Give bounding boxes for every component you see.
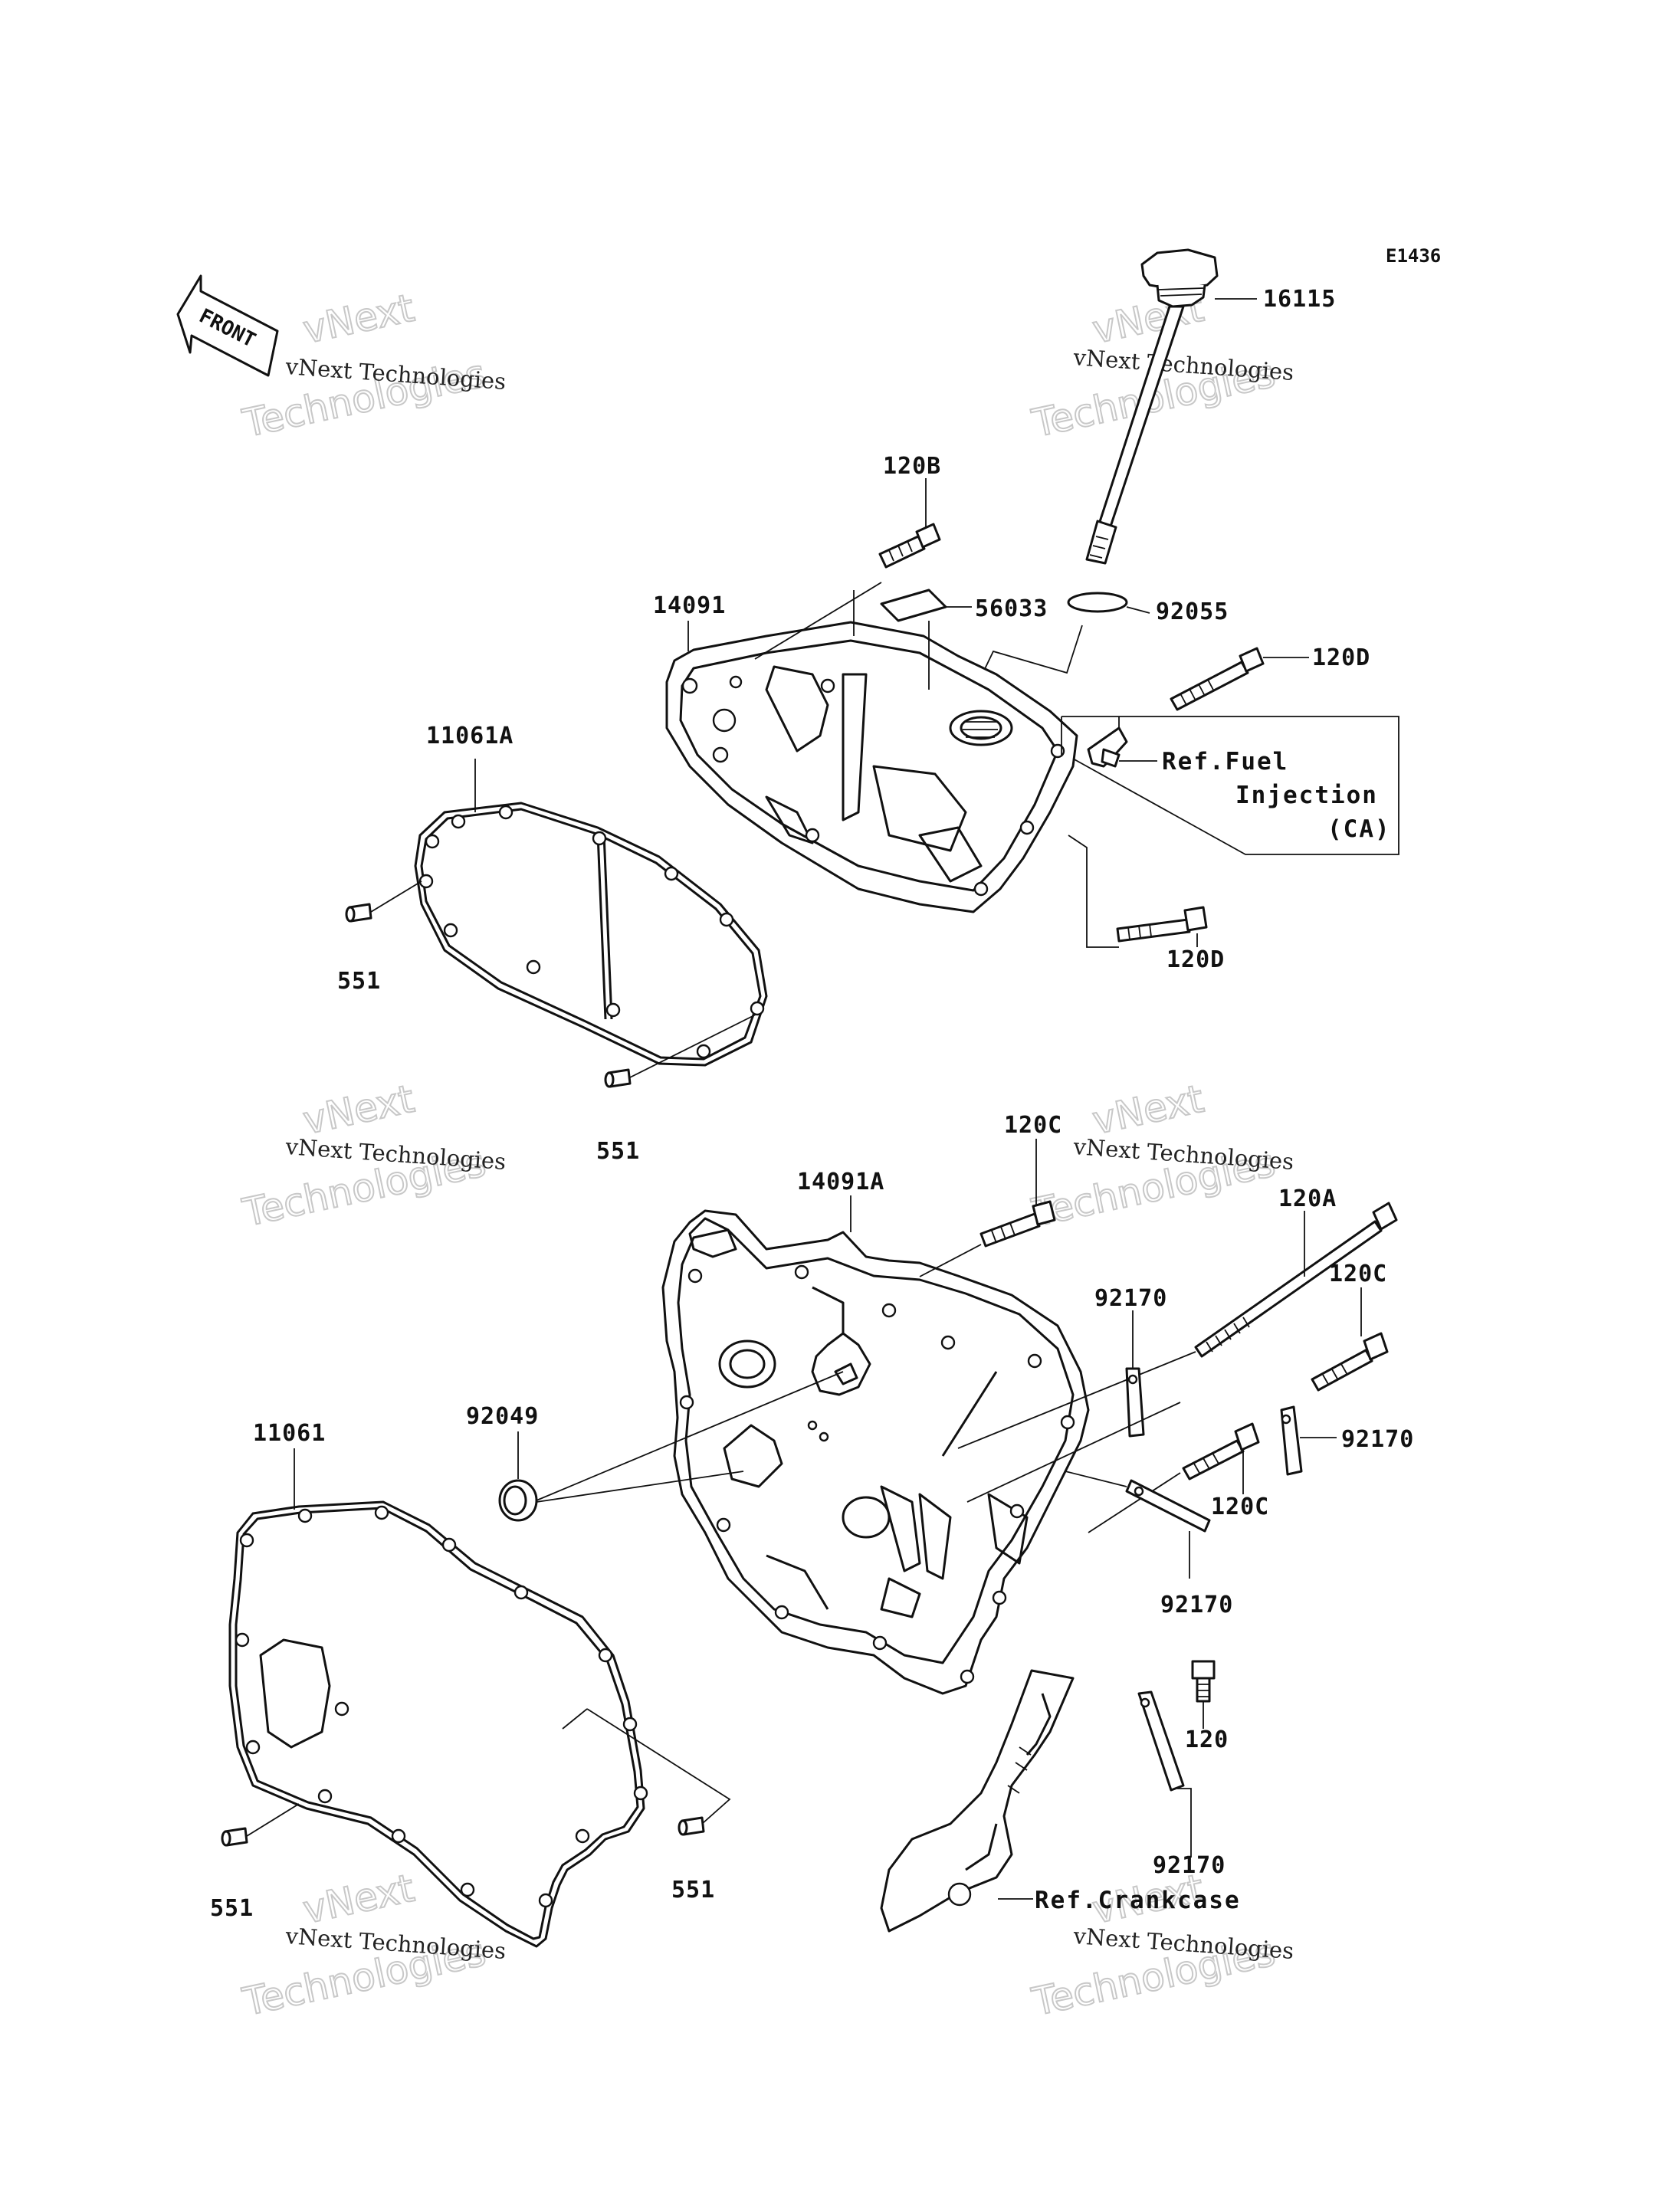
bolt-120D-upper: [1170, 647, 1265, 711]
bolt-120D-lower: [1116, 906, 1208, 943]
label-120C-top: 120C: [1004, 1112, 1062, 1139]
leader-92055: [1126, 606, 1150, 614]
outer-cover-14091: [665, 621, 1078, 913]
label-92170-d: 92170: [1153, 1852, 1226, 1879]
label-120: 120: [1185, 1726, 1229, 1753]
watermark-top-left: vNext Technologies vNext Technologies: [238, 285, 507, 447]
dowel-551-d: [678, 1816, 705, 1836]
leader-551-a: [370, 880, 422, 913]
leader-120A-to-cover: [957, 1351, 1196, 1449]
watermark-big-1: vNext: [299, 1077, 418, 1143]
label-plate-56033: [880, 589, 947, 622]
bolt-120: [1191, 1660, 1216, 1703]
leader-92049-to-cover: [536, 1371, 844, 1503]
label-120C-mid: 120C: [1211, 1494, 1269, 1520]
leader-551-c: [246, 1803, 300, 1837]
leader-92170-c-to-cover: [1065, 1471, 1127, 1487]
label-120A: 120A: [1278, 1185, 1337, 1212]
leader-14091-holes: [754, 582, 930, 690]
bolt-120C-mid: [1182, 1422, 1260, 1481]
label-92170-a: 92170: [1094, 1285, 1167, 1312]
label-56033: 56033: [975, 595, 1048, 622]
label-551-c: 551: [210, 1895, 254, 1922]
ref-fuel-line1: Ref.Fuel: [1162, 748, 1288, 776]
strap-92170-d: [1137, 1690, 1185, 1792]
label-551-d: 551: [671, 1877, 715, 1904]
dowel-551-c: [221, 1827, 248, 1847]
label-551-a: 551: [337, 968, 381, 995]
leader-551-b: [629, 1014, 756, 1078]
leader-14091A-bolt: [919, 1244, 982, 1277]
watermark-mid-left: vNext Technologies vNext Technologies: [238, 1076, 507, 1236]
label-11061: 11061: [253, 1420, 326, 1447]
leader-92170-d: [1177, 1788, 1192, 1858]
label-92055: 92055: [1156, 598, 1229, 625]
ref-crankcase: Ref.Crankcase: [1035, 1887, 1241, 1914]
ref-fuel-line2: Injection: [1235, 782, 1378, 809]
label-92170-b: 92170: [1341, 1426, 1414, 1453]
front-arrow-icon: FRONT: [176, 274, 279, 377]
leader-fuel-bracket: [1061, 716, 1120, 755]
o-ring-92055: [1067, 592, 1128, 613]
oil-seal-92049: [498, 1479, 538, 1522]
label-551-b: 551: [596, 1138, 640, 1165]
bolt-120A: [1194, 1202, 1398, 1358]
gasket-11061: [228, 1500, 648, 1948]
diagram-code: E1436: [1386, 245, 1441, 267]
strap-92170-c: [1125, 1479, 1211, 1533]
label-92170-c: 92170: [1160, 1592, 1233, 1618]
watermark-big-1: vNext: [299, 286, 418, 353]
dowel-551-b: [604, 1068, 632, 1088]
label-14091: 14091: [653, 592, 726, 619]
label-16115: 16115: [1263, 286, 1336, 313]
watermark-big-1: vNext: [299, 1866, 418, 1933]
bolt-120C-right: [1311, 1332, 1389, 1392]
dipstick-16115: [1085, 248, 1219, 565]
dowel-551-a: [345, 903, 372, 923]
strap-92170-b: [1280, 1405, 1303, 1476]
gasket-11061A: [414, 802, 768, 1067]
label-120B: 120B: [883, 453, 941, 480]
label-92049: 92049: [466, 1403, 539, 1430]
crankcase-reference: [880, 1669, 1075, 1933]
inner-cover-14091A: [661, 1209, 1090, 1695]
leader-120D-lower-bracket: [1068, 835, 1119, 948]
bolt-120C-top: [979, 1200, 1056, 1248]
watermark-mid-right: vNext Technologies vNext Technologies: [1027, 1076, 1294, 1236]
label-120D-lower: 120D: [1166, 946, 1225, 973]
ref-fuel-bracket-box: [1072, 716, 1399, 855]
leader-551-d: [562, 1708, 731, 1825]
leader-mid-bolts: [966, 1402, 1181, 1533]
strap-92170-a: [1125, 1367, 1145, 1438]
bolt-120B: [878, 523, 941, 569]
watermark-big-1: vNext: [1088, 1077, 1207, 1143]
label-14091A: 14091A: [797, 1169, 884, 1195]
label-120C-right: 120C: [1329, 1261, 1387, 1287]
label-120D-upper: 120D: [1312, 644, 1370, 671]
label-11061A: 11061A: [426, 723, 514, 749]
ref-fuel-line3: (CA): [1327, 815, 1391, 843]
